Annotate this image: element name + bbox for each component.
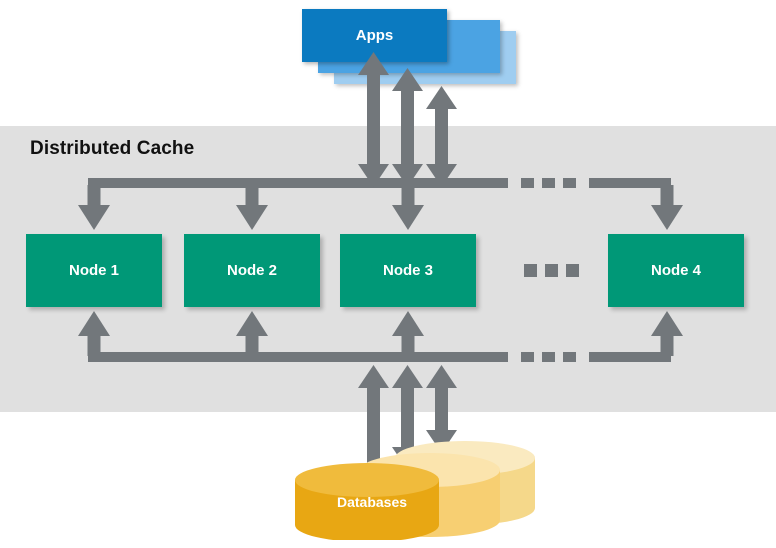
top-bus-dash-3 (563, 178, 576, 188)
node-to-bus-arrow-4 (651, 311, 683, 356)
bottom-bus-dash-1 (521, 352, 534, 362)
node-ellipsis-dot-1 (524, 264, 537, 277)
node-to-bus-arrow-2 (236, 311, 268, 356)
bottom-bus-dash-2 (542, 352, 555, 362)
distributed-cache-label: Distributed Cache (30, 138, 195, 159)
top-bus-line-left (88, 178, 508, 188)
bottom-bus-dash-3 (563, 352, 576, 362)
node-label-4: Node 4 (650, 262, 701, 279)
top-bus-dash-1 (521, 178, 534, 188)
node-label-1: Node 1 (68, 262, 119, 279)
bus-to-node-arrow-2 (236, 185, 268, 230)
apps-to-cache-arrow-3 (426, 86, 457, 187)
top-bus-line-right (589, 178, 671, 188)
apps-label: Apps (355, 27, 394, 44)
node-to-bus-arrow-1 (78, 311, 110, 356)
databases-label: Databases (336, 494, 408, 510)
node-box-4[interactable] (608, 234, 744, 307)
apps-to-cache-arrow-1 (358, 52, 389, 187)
top-bus-dash-2 (542, 178, 555, 188)
databases-group (295, 441, 535, 540)
bus-to-node-arrow-1 (78, 185, 110, 230)
apps-to-cache-arrow-2 (392, 68, 423, 187)
node-box-1[interactable] (26, 234, 162, 307)
bottom-bus-line-left (88, 352, 508, 362)
cache-to-db-arrow-3 (426, 365, 457, 453)
node-box-3[interactable] (340, 234, 476, 307)
bus-to-node-arrow-4 (651, 185, 683, 230)
node-box-2[interactable] (184, 234, 320, 307)
node-ellipsis-dot-3 (566, 264, 579, 277)
apps-box-front (302, 9, 447, 62)
node-label-2: Node 2 (226, 262, 277, 279)
node-ellipsis-dot-2 (545, 264, 558, 277)
bus-to-node-arrow-3 (392, 185, 424, 230)
bottom-bus-line-right (589, 352, 671, 362)
node-to-bus-arrow-3 (392, 311, 424, 356)
database-cylinder-front[interactable] (295, 463, 439, 540)
node-label-3: Node 3 (382, 262, 433, 279)
